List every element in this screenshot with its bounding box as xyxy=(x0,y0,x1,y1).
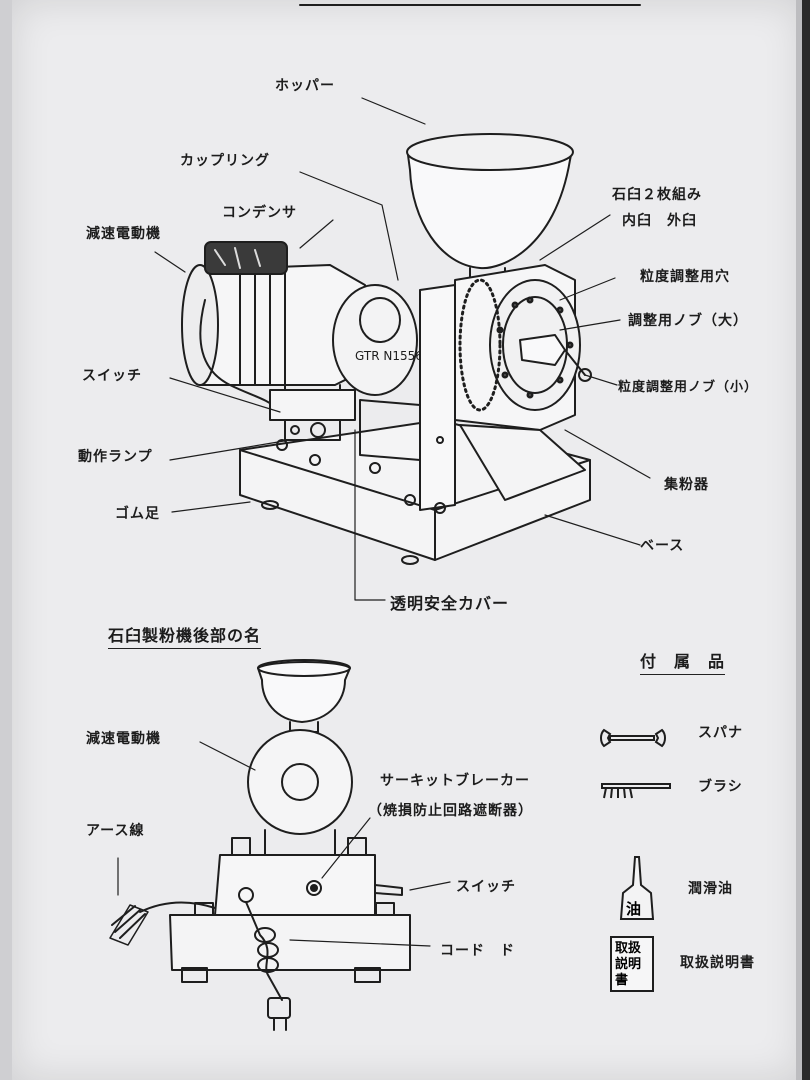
accessory-label-oil: 潤滑油 xyxy=(688,881,733,897)
label-grain-adjust-knob-small: 粒度調整用ノブ（小） xyxy=(618,380,759,395)
spanner-icon xyxy=(600,728,666,748)
label-base: ベース xyxy=(640,538,685,554)
rear-view-title: 石臼製粉機後部の名 xyxy=(108,622,262,649)
label-clear-safety-cover: 透明安全カバー xyxy=(390,594,510,613)
label-hopper: ホッパー xyxy=(275,78,335,94)
label-inner-outer-stones: 内臼 外臼 xyxy=(622,213,697,229)
rear-label-cord: コード ド xyxy=(440,943,515,959)
accessory-label-manual: 取扱説明書 xyxy=(680,955,755,971)
manual-icon: 取扱説明書 xyxy=(610,936,654,992)
front-view-drawing: GTR N1556 xyxy=(181,133,592,565)
label-adjust-knob-large: 調整用ノブ（大） xyxy=(628,313,748,329)
label-grain-adjust-hole: 粒度調整用穴 xyxy=(640,269,730,285)
accessory-label-brush: ブラシ xyxy=(698,779,743,795)
label-rubber-feet: ゴム足 xyxy=(115,506,160,522)
label-condenser: コンデンサ xyxy=(222,205,297,221)
oil-bottle-icon xyxy=(619,856,655,920)
page-left-edge xyxy=(0,0,12,1080)
rear-label-switch: スイッチ xyxy=(456,879,516,895)
label-gear-motor: 減速電動機 xyxy=(86,226,161,242)
accessory-label-spanner: スパナ xyxy=(698,725,743,741)
front-stamp-text: GTR N1556 xyxy=(355,349,423,363)
rear-leader-lines xyxy=(117,741,451,947)
front-leader-lines xyxy=(154,97,651,601)
rear-label-circuit-breaker-note: （焼損防止回路遮断器） xyxy=(368,803,533,819)
page-right-edge xyxy=(796,0,802,1080)
rear-label-gear-motor: 減速電動機 xyxy=(86,731,161,747)
label-switch: スイッチ xyxy=(82,368,142,384)
rear-label-ground-wire: アース線 xyxy=(86,823,145,839)
label-operation-lamp: 動作ランプ xyxy=(78,449,153,465)
label-millstone-pair: 石臼２枚組み xyxy=(612,187,702,203)
rear-label-circuit-breaker: サーキットブレーカー xyxy=(380,773,530,789)
oil-bottle-text: 油 xyxy=(626,900,642,918)
accessories-title: 付 属 品 xyxy=(640,648,726,675)
label-powder-collector: 集粉器 xyxy=(664,477,709,493)
label-coupling: カップリング xyxy=(180,153,270,169)
rear-view-drawing xyxy=(109,659,411,1031)
brush-icon xyxy=(601,783,671,799)
